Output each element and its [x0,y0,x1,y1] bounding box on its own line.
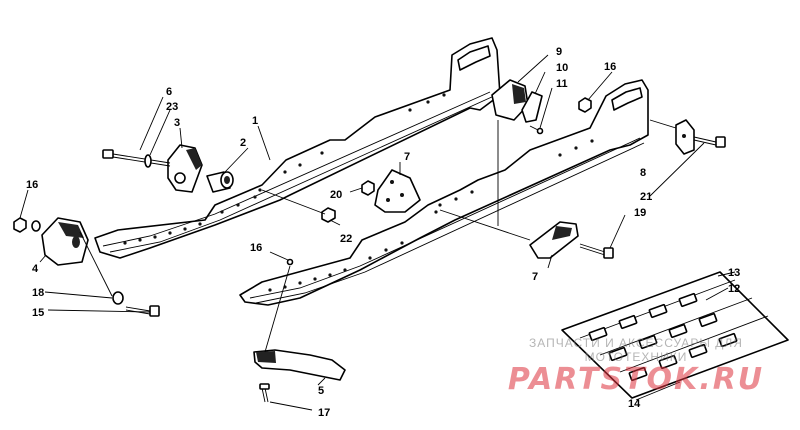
slide-rail-right-holes [268,139,594,292]
callout-11: 11 [556,78,568,90]
callout-2: 2 [240,137,246,149]
mount-plate-part10 [521,91,543,123]
bolt-part21 [693,136,726,148]
washer-left [31,220,41,232]
bolt-part6 [102,149,171,167]
spacer-part2 [206,171,234,193]
callout-6: 6 [166,86,172,98]
mount-block-part9 [491,79,529,121]
callout-17: 17 [318,407,330,419]
callout-5: 5 [318,385,324,397]
nut-part16-left [13,217,27,233]
callout-3: 3 [174,117,180,129]
callout-15: 15 [32,307,44,319]
rivet-part17 [259,383,270,403]
end-cap-part4 [41,217,89,266]
callout-7-lower: 7 [532,271,538,283]
slide-rail-right [239,79,649,306]
callout-10: 10 [556,62,568,74]
bolt-part19 [579,243,614,259]
slide-rail-left [94,37,501,259]
callout-14: 14 [628,398,641,410]
bolt-part15 [125,305,160,317]
callout-16-right: 16 [604,61,616,73]
callout-16-left: 16 [26,179,38,191]
callout-8: 8 [640,167,646,179]
track-clip-row [588,292,738,382]
leader-lines [19,54,736,411]
callout-labels: 1 2 3 4 5 6 7 7 8 9 10 11 12 13 14 15 16… [26,46,740,419]
nut-part20 [361,180,375,196]
callout-4: 4 [32,263,39,275]
front-bracket-part8 [675,119,695,155]
callout-21: 21 [640,191,652,203]
callout-12: 12 [728,283,740,295]
rivet-part16-center [286,258,294,266]
callout-18: 18 [32,287,44,299]
slide-rail-left-holes [123,93,446,245]
washer-part18 [112,291,124,305]
washer-part23 [144,154,152,168]
nut-part16-right [578,97,592,113]
callout-19: 19 [634,207,646,219]
callout-23: 23 [166,101,178,113]
callout-1: 1 [252,115,258,127]
callout-22: 22 [340,233,352,245]
wear-bar-part5 [253,349,346,381]
callout-13: 13 [728,267,740,279]
bracket-block-part3 [167,144,203,193]
slide-plate-part7-lower [529,221,579,259]
callout-20: 20 [330,189,342,201]
center-bracket-part7-upper [374,169,421,213]
callout-16-center: 16 [250,242,262,254]
callout-9: 9 [556,46,562,58]
screw-part11 [529,125,544,135]
nut-part22 [321,207,336,223]
callout-7-upper: 7 [404,151,410,163]
